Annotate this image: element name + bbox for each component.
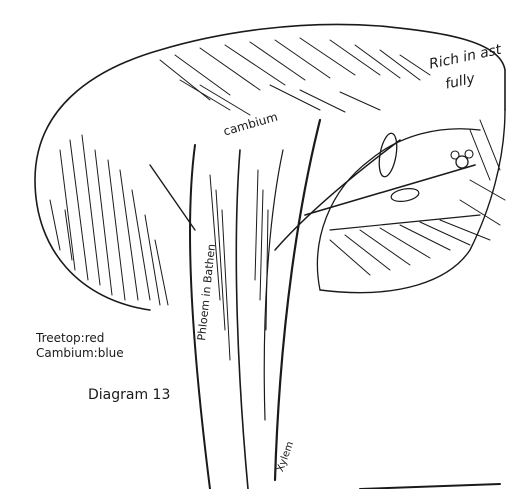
leaf-icon (376, 132, 399, 178)
flower-icon (451, 150, 473, 168)
crown-right-lobe (320, 110, 505, 293)
ground-line (360, 484, 500, 489)
legend-treetop: Treetop:red (36, 332, 104, 344)
crown-hatching (50, 38, 505, 360)
right-trunk-cambium (275, 120, 320, 480)
left-trunk-inner (236, 150, 248, 489)
legend-cambium: Cambium:blue (36, 347, 124, 359)
diagram-caption: Diagram 13 (88, 388, 170, 402)
branch-left (150, 165, 195, 230)
